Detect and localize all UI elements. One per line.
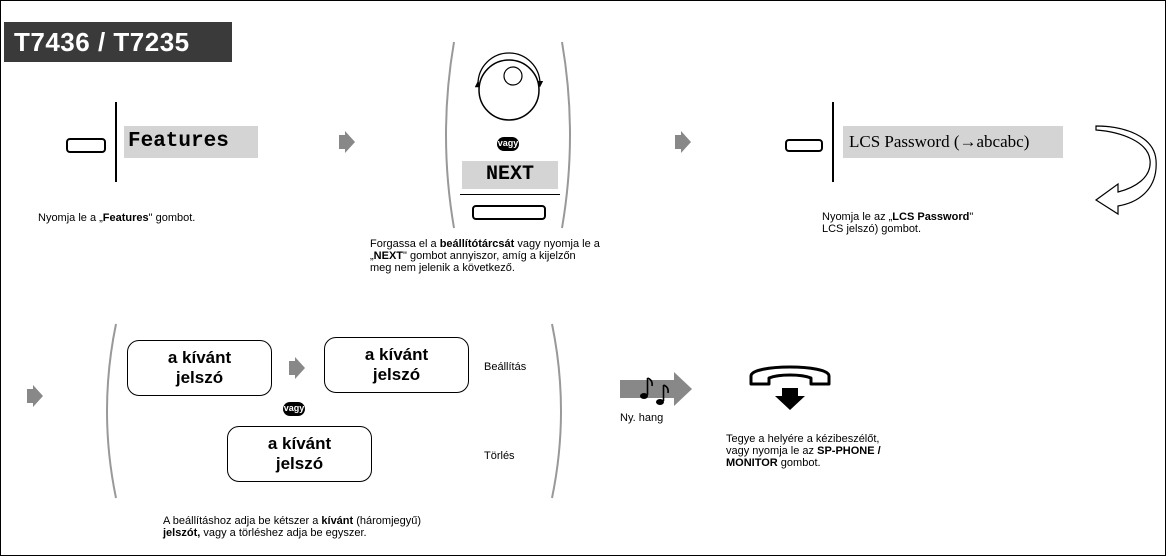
next-display: NEXT xyxy=(462,161,558,189)
feature-button-icon xyxy=(66,138,106,153)
left-bracket-icon xyxy=(106,323,117,499)
right-bracket-icon xyxy=(551,323,562,499)
arrow-right-icon xyxy=(289,357,305,379)
or-badge: vagy xyxy=(283,402,305,416)
music-note-icon xyxy=(640,377,669,405)
arrow-right-icon xyxy=(339,131,355,153)
step4-caption: A beállításhoz adja be kétszer a kívánt … xyxy=(163,515,422,539)
lcs-password-display: LCS Password (→abcabc) xyxy=(843,126,1063,158)
display-divider xyxy=(832,102,834,182)
step1-caption: Nyomja le a „Features" gombot. xyxy=(38,212,196,224)
tone-arrow-icon xyxy=(620,372,692,406)
display-divider xyxy=(115,102,117,182)
step6-caption: Tegye a helyére a kézibeszélőt, vagy nyo… xyxy=(726,433,881,469)
set-label: Beállítás xyxy=(484,361,527,373)
step3-caption: Nyomja le az „LCS Password" LCS jelszó) … xyxy=(822,211,974,235)
model-title: T7436 / T7235 xyxy=(4,22,232,62)
tone-label: Ny. hang xyxy=(620,412,664,424)
handset-hang-up-icon xyxy=(749,365,831,410)
left-bracket-icon xyxy=(445,41,455,229)
arrow-right-icon xyxy=(675,131,691,153)
features-display: Features xyxy=(124,126,258,158)
next-button-icon xyxy=(472,205,546,220)
arrow-right-icon xyxy=(27,385,43,407)
right-bracket-icon xyxy=(561,41,571,229)
or-badge: vagy xyxy=(497,137,519,151)
lcs-password-button-icon xyxy=(785,139,823,152)
delete-label: Törlés xyxy=(484,450,515,462)
dial-icon xyxy=(474,52,544,121)
display-underline xyxy=(460,194,560,195)
curved-arrow-icon xyxy=(1094,125,1157,216)
step2-caption: Forgassa el a beállítótárcsát vagy nyomj… xyxy=(370,238,600,274)
